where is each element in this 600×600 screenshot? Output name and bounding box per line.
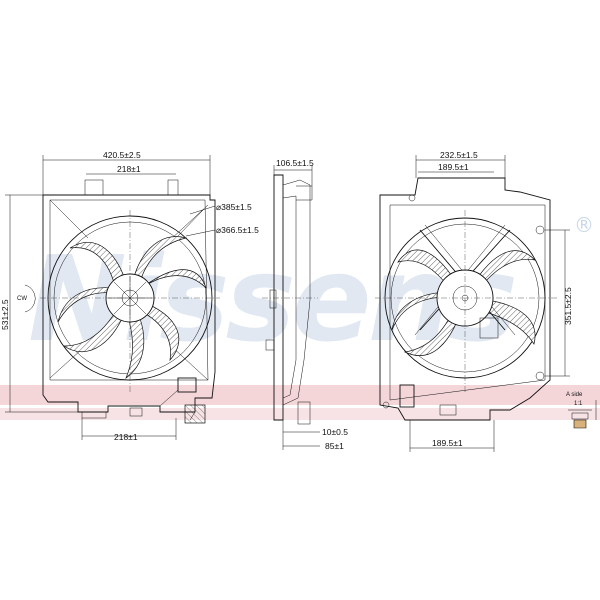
detail-a: A side 1:1 [566,392,597,429]
detail-title: A side [566,392,583,398]
watermark-band-lower [0,408,600,420]
detail-scale: 1:1 [574,401,583,407]
front-top-mount-dimension: 218±1 [117,164,141,174]
watermark-registered: ® [574,213,594,237]
rotation-direction-label: CW [17,296,27,302]
side-view: 106.5±1.5 10±0.5 85±1 [262,158,348,451]
front-height-dimension: 531±2.5 [0,299,10,330]
fan-diameter-dimension: ⌀366.5±1.5 [216,225,259,235]
rear-bottom-mount-dimension: 189.5±1 [432,438,463,448]
rear-width-dimension: 232.5±1.5 [440,150,478,160]
connector-plug [184,404,206,424]
shroud-diameter-dimension: ⌀385±1.5 [216,202,252,212]
front-bottom-mount-dimension: 218±1 [114,432,138,442]
front-width-dimension: 420.5±2.5 [103,150,141,160]
rear-top-mount-dimension: 189.5±1 [438,162,469,172]
rear-view: 232.5±1.5 189.5±1 351.5±2.5 189.5±1 [375,150,573,452]
side-depth-dimension: 106.5±1.5 [276,158,314,168]
detail-connector [573,419,587,429]
side-lower-thickness-dimension: 10±0.5 [322,427,348,437]
watermark-band [0,385,600,405]
side-lower-depth-dimension: 85±1 [325,441,344,451]
rear-height-dimension: 351.5±2.5 [563,287,573,325]
front-view: 420.5±2.5 218±1 531±2.5 CW ⌀385±1.5 ⌀366… [0,150,259,442]
